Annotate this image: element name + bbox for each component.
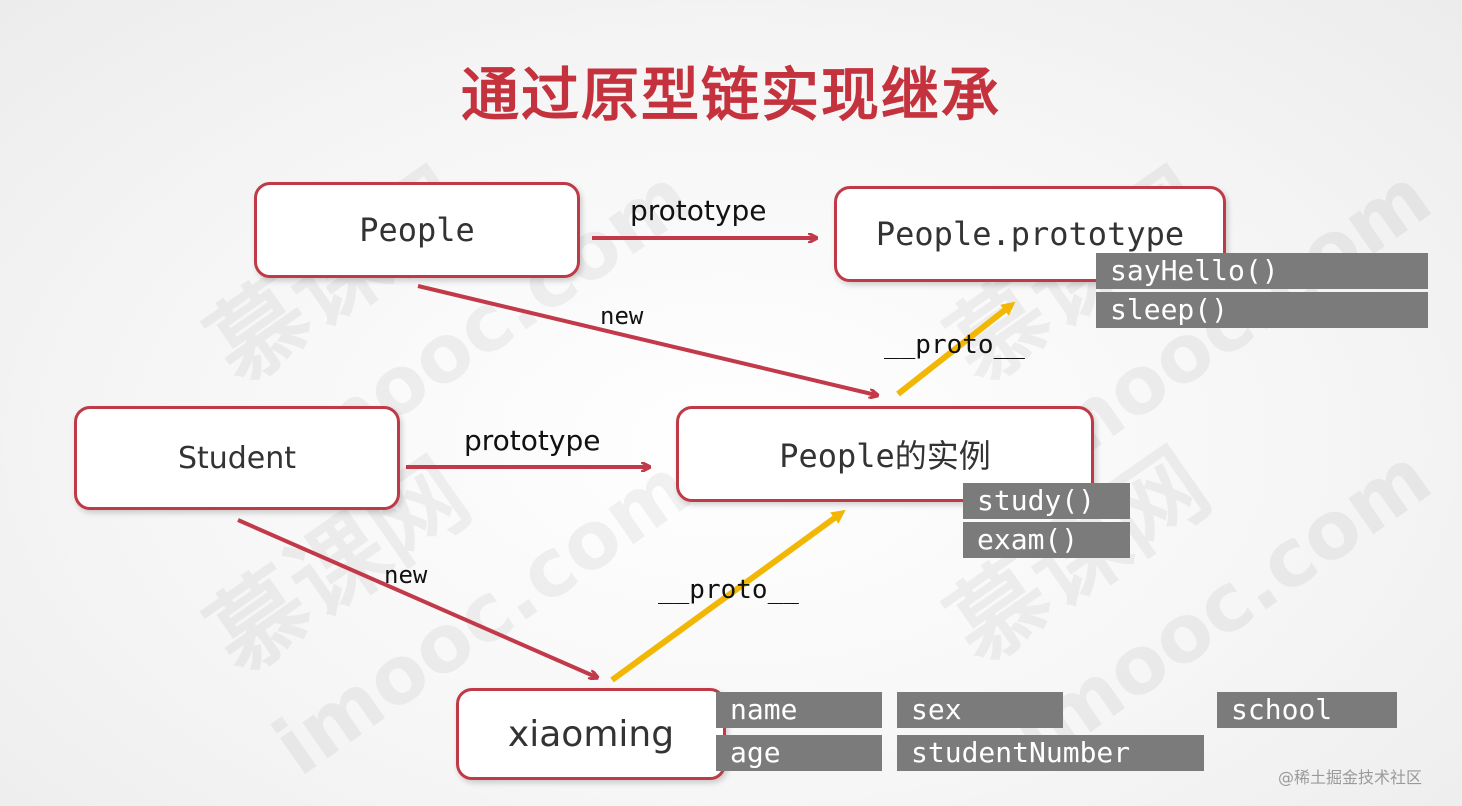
property-sex: sex — [897, 692, 1063, 728]
node-xiaoming-label: xiaoming — [507, 713, 675, 755]
label-people-new: new — [600, 302, 644, 330]
property-school: school — [1217, 692, 1397, 728]
node-people-instance-label: People的实例 — [779, 437, 991, 475]
arrow-instance-proto — [896, 301, 1016, 397]
property-name: name — [716, 692, 882, 728]
arrow-student-new — [237, 518, 596, 677]
arrow-people-new — [417, 284, 876, 395]
label-instance-proto: __proto__ — [884, 330, 1025, 360]
property-age: age — [716, 735, 882, 771]
method-exam: exam() — [963, 522, 1130, 558]
arrow-xiaoming-proto — [610, 509, 846, 683]
node-people-label: People — [359, 211, 475, 249]
label-xiaoming-proto: __proto__ — [658, 575, 799, 605]
footer-credit: @稀土掘金技术社区 — [1278, 768, 1423, 787]
label-people-prototype: prototype — [630, 194, 767, 227]
node-people-prototype-label: People.prototype — [875, 215, 1185, 253]
method-study: study() — [963, 483, 1130, 519]
node-xiaoming: xiaoming — [456, 688, 726, 780]
label-student-prototype: prototype — [464, 424, 601, 457]
page-title: 通过原型链实现继承 — [460, 61, 1001, 129]
method-sayhello: sayHello() — [1096, 253, 1428, 289]
node-people: People — [254, 182, 580, 278]
property-student-number: studentNumber — [897, 735, 1204, 771]
label-student-new: new — [384, 561, 428, 589]
method-sleep: sleep() — [1096, 292, 1428, 328]
node-student-label: Student — [177, 440, 297, 476]
node-student: Student — [74, 406, 400, 510]
